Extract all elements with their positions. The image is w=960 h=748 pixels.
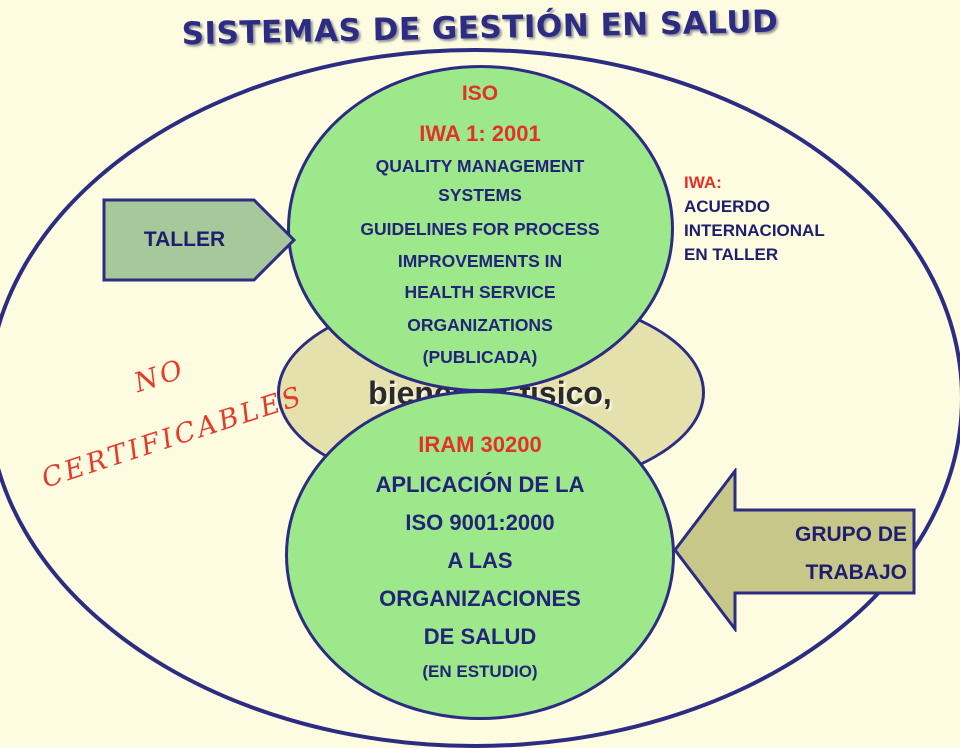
grupo-label-line1: GRUPO DE — [794, 523, 907, 546]
iram-line: APLICACIÓN DE LA — [375, 472, 585, 497]
iso-org-label: ISO — [461, 82, 499, 105]
iso-line: GUIDELINES FOR PROCESS — [360, 219, 600, 239]
iso-line: (PUBLICADA) — [422, 347, 538, 367]
iwa-note-line: EN TALLER — [684, 245, 779, 264]
iram-line: (EN ESTUDIO) — [422, 662, 538, 681]
iso-iwa-ellipse — [287, 65, 674, 392]
iram-ellipse — [285, 390, 675, 720]
iso-code-label: IWA 1: 2001 — [419, 121, 541, 146]
grupo-arrow: GRUPO DE TRABAJO — [672, 468, 918, 632]
iwa-note: IWA: ACUERDO INTERNACIONAL EN TALLER — [684, 171, 825, 267]
iso-line: HEALTH SERVICE — [404, 282, 556, 302]
iram-line: A LAS — [447, 548, 513, 573]
grupo-label-line2: TRABAJO — [805, 561, 907, 584]
iso-line: SYSTEMS — [438, 185, 522, 205]
taller-label: TALLER — [143, 228, 226, 251]
taller-arrow: TALLER — [102, 198, 297, 282]
iram-line: DE SALUD — [423, 624, 537, 649]
iwa-note-label: IWA: — [684, 173, 722, 192]
iram-code-label: IRAM 30200 — [418, 432, 542, 457]
iram-line: ISO 9001:2000 — [405, 510, 555, 535]
right-arrow-icon — [102, 198, 297, 282]
iso-line: ORGANIZATIONS — [407, 315, 553, 335]
iwa-note-line: ACUERDO — [684, 197, 770, 216]
iwa-note-line: INTERNACIONAL — [684, 221, 825, 240]
iram-line: ORGANIZACIONES — [379, 586, 581, 611]
left-arrow-icon — [673, 468, 916, 632]
iso-line: QUALITY MANAGEMENT — [375, 156, 585, 176]
iso-line: IMPROVEMENTS IN — [397, 251, 563, 271]
